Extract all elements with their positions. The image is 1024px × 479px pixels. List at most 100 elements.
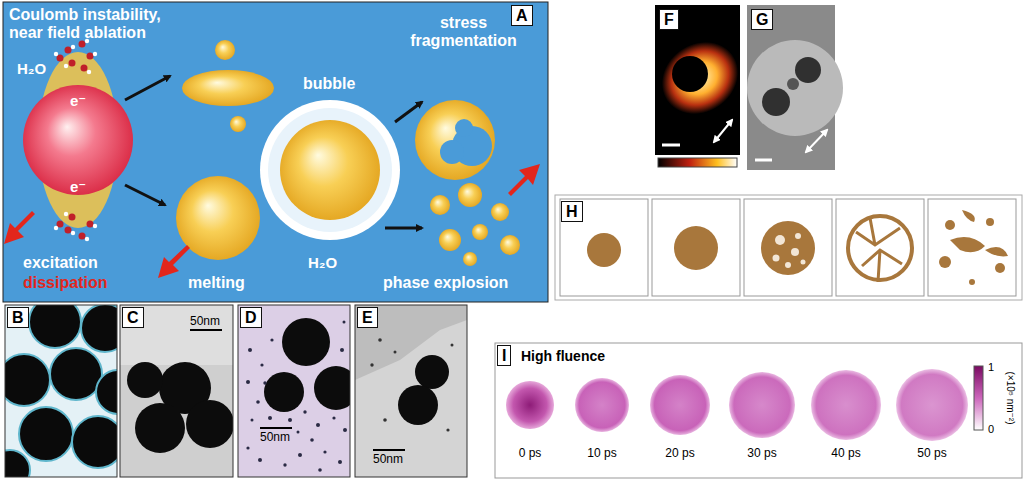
tem-image-d xyxy=(288,418,292,422)
simulation-frames-h xyxy=(744,199,832,296)
time-label: 30 ps xyxy=(747,447,776,461)
scale-label: 50nm xyxy=(373,453,403,467)
tem-image-e xyxy=(355,320,467,477)
simulation-density-i xyxy=(811,370,881,440)
tem-image-c xyxy=(120,305,233,365)
simulation-density-i xyxy=(575,378,629,432)
tem-image-b xyxy=(96,370,117,414)
tem-image-e xyxy=(383,418,387,422)
tem-image-d xyxy=(248,348,252,352)
tem-image-b xyxy=(5,354,50,406)
scale-label: 50nm xyxy=(190,315,220,329)
tem-image-c xyxy=(186,400,233,448)
annotation: phase explosion xyxy=(383,274,508,292)
simulation-density-i xyxy=(506,381,554,429)
annotation: dissipation xyxy=(23,274,107,292)
water-molecules xyxy=(71,45,75,49)
simulation-frames-h xyxy=(939,256,951,268)
panel-a-scheme xyxy=(458,183,482,207)
field-map-f xyxy=(648,27,753,129)
panel-a-scheme xyxy=(230,116,246,132)
simulation-density-i xyxy=(650,375,710,435)
tem-image-d xyxy=(338,460,342,464)
simulation-frames-h xyxy=(856,218,902,282)
water-molecules xyxy=(79,41,86,48)
panel-a-scheme xyxy=(125,185,165,205)
tem-image-d xyxy=(268,416,272,420)
simulation-frames-h xyxy=(969,279,975,285)
tem-image-e xyxy=(398,355,449,425)
water-molecules xyxy=(69,60,76,67)
tem-image-g xyxy=(787,78,799,90)
tem-image-e xyxy=(451,344,454,347)
simulation-frames-h xyxy=(773,233,806,268)
panel-letter: D xyxy=(240,307,262,328)
simulation-frames-h xyxy=(560,199,648,296)
tem-image-e xyxy=(355,305,467,477)
dissipation-arrow xyxy=(4,211,35,244)
water-molecules xyxy=(87,70,91,74)
simulation-frames-h xyxy=(801,260,806,265)
tem-image-d xyxy=(343,428,347,432)
tem-image-d xyxy=(251,419,254,422)
simulation-frames-h xyxy=(795,233,801,239)
figure-panel: G xyxy=(747,5,835,170)
tem-image-d xyxy=(260,427,292,429)
panel-frame xyxy=(355,305,467,477)
tem-image-d xyxy=(263,381,266,384)
dissipation-arrow xyxy=(508,164,540,196)
tem-image-d xyxy=(318,468,322,472)
water-molecules xyxy=(81,65,88,72)
simulation-frames-h xyxy=(945,220,955,230)
panel-a-scheme xyxy=(280,120,380,220)
panel-a-scheme xyxy=(3,2,548,302)
time-label: 50 ps xyxy=(917,447,946,461)
colorbar-unit: (×10⁵ nm⁻²) xyxy=(1004,371,1016,424)
tem-image-e xyxy=(394,351,397,354)
tem-image-d xyxy=(297,431,300,434)
tem-image-b xyxy=(5,305,117,477)
tem-image-d xyxy=(343,321,346,324)
tem-image-d xyxy=(332,416,335,419)
simulation-frames-h xyxy=(555,195,1022,300)
water-molecules xyxy=(69,214,76,221)
panel-letter: H xyxy=(561,201,583,222)
water-molecules xyxy=(87,53,94,60)
tem-image-g xyxy=(747,5,843,170)
water-molecules xyxy=(93,224,97,228)
simulation-frames-h xyxy=(555,195,1022,300)
tem-image-c xyxy=(135,403,185,453)
panel-a-scheme xyxy=(23,85,133,195)
colorbar-tick: 0 xyxy=(988,423,994,436)
panel-letter: C xyxy=(122,307,144,328)
tem-image-g xyxy=(747,40,843,136)
tem-image-d xyxy=(246,380,250,384)
panel-a-scheme xyxy=(491,203,509,221)
annotation: melting xyxy=(188,274,245,292)
water-molecules xyxy=(65,227,72,234)
panel-letter: B xyxy=(7,307,29,328)
water-molecules xyxy=(65,47,72,54)
water-molecules xyxy=(64,64,68,68)
simulation-frames-h xyxy=(995,263,1005,273)
tem-image-e xyxy=(378,338,382,342)
tem-image-e xyxy=(355,305,467,477)
figure-panel: D50nm xyxy=(238,305,350,477)
figure-panel: F xyxy=(655,5,740,170)
tem-image-d xyxy=(323,450,326,453)
tem-image-b xyxy=(50,348,102,400)
water-molecules xyxy=(64,212,68,216)
water-molecules xyxy=(54,226,58,230)
panel-heading: High fluence xyxy=(521,348,605,364)
panel-letter: F xyxy=(659,9,679,30)
tem-image-c xyxy=(190,329,222,331)
annotation: e⁻ xyxy=(70,178,86,195)
panel-a-scheme xyxy=(395,102,422,122)
tem-image-e xyxy=(415,355,449,389)
annotation: stress fragmentation xyxy=(401,14,526,51)
tem-image-b xyxy=(81,305,117,352)
time-label: 40 ps xyxy=(831,447,860,461)
panel-letter: I xyxy=(497,345,511,366)
panel-frame xyxy=(5,305,117,477)
